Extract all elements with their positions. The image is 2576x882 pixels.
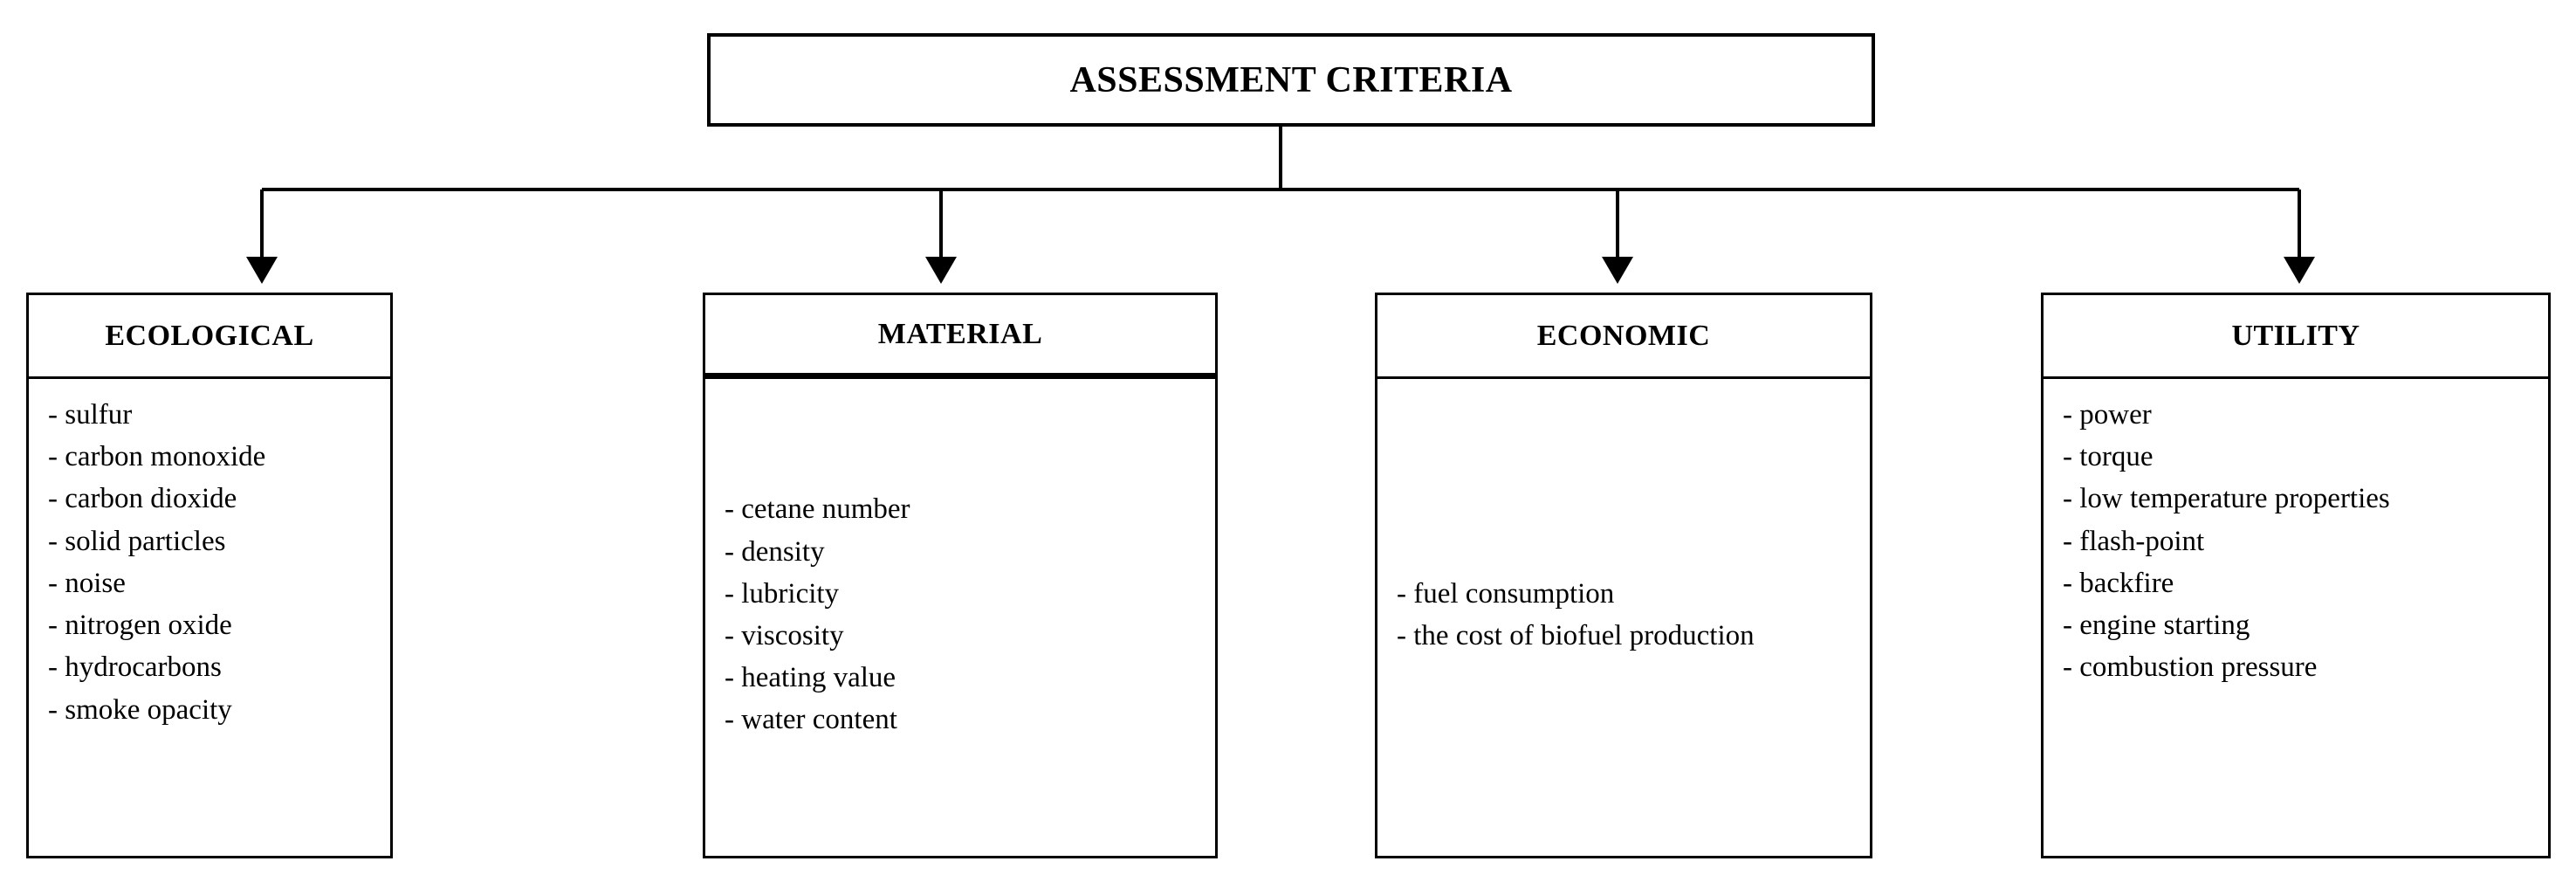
root-node-assessment-criteria: ASSESSMENT CRITERIA bbox=[707, 33, 1875, 127]
list-item: - smoke opacity bbox=[48, 693, 232, 726]
list-item: - density bbox=[725, 535, 825, 568]
root-node-title: ASSESSMENT CRITERIA bbox=[1069, 59, 1513, 100]
category-body-utility: - power - torque - low temperature prope… bbox=[2044, 379, 2548, 856]
list-item: - carbon dioxide bbox=[48, 483, 237, 515]
list-item: - noise bbox=[48, 567, 126, 599]
category-body-ecological: - sulfur - carbon monoxide - carbon diox… bbox=[29, 379, 390, 856]
list-item: - low temperature properties bbox=[2063, 483, 2390, 515]
arrowhead-utility bbox=[2284, 257, 2315, 284]
list-item: - water content bbox=[725, 704, 897, 736]
list-item: - flash-point bbox=[2063, 525, 2205, 557]
list-item: - power bbox=[2063, 399, 2152, 431]
category-title-ecological: ECOLOGICAL bbox=[105, 319, 314, 352]
category-title-utility: UTILITY bbox=[2231, 319, 2360, 352]
criteria-list-utility: - power - torque - low temperature prope… bbox=[2063, 396, 2529, 692]
list-item: - sulfur bbox=[48, 399, 133, 431]
category-box-ecological: ECOLOGICAL - sulfur - carbon monoxide - … bbox=[26, 293, 393, 858]
category-title-material: MATERIAL bbox=[877, 317, 1043, 350]
list-item: - engine starting bbox=[2063, 610, 2250, 642]
list-item: - viscosity bbox=[725, 620, 844, 651]
list-item: - solid particles bbox=[48, 525, 226, 557]
category-box-utility: UTILITY - power - torque - low temperatu… bbox=[2041, 293, 2551, 858]
list-item: - fuel consumption bbox=[1397, 577, 1615, 610]
criteria-list-economic: - fuel consumption - the cost of biofuel… bbox=[1397, 575, 1851, 659]
arrowhead-material bbox=[925, 257, 957, 284]
category-body-material: - cetane number - density - lubricity - … bbox=[705, 379, 1215, 856]
list-item: - lubricity bbox=[725, 577, 840, 610]
category-title-economic: ECONOMIC bbox=[1536, 319, 1711, 352]
list-item: - heating value bbox=[725, 662, 896, 694]
criteria-list-material: - cetane number - density - lubricity - … bbox=[725, 491, 1196, 743]
list-item: - carbon monoxide bbox=[48, 441, 266, 473]
list-item: - nitrogen oxide bbox=[48, 610, 232, 642]
arrowhead-economic bbox=[1602, 257, 1633, 284]
category-header-economic: ECONOMIC bbox=[1377, 295, 1870, 379]
list-item: - hydrocarbons bbox=[48, 651, 222, 684]
arrowhead-ecological bbox=[246, 257, 278, 284]
list-item: - the cost of biofuel production bbox=[1397, 620, 1755, 651]
list-item: - combustion pressure bbox=[2063, 651, 2318, 684]
category-header-material: MATERIAL bbox=[705, 295, 1215, 379]
category-box-material: MATERIAL - cetane number - density - lub… bbox=[703, 293, 1218, 858]
category-header-utility: UTILITY bbox=[2044, 295, 2548, 379]
list-item: - torque bbox=[2063, 441, 2154, 473]
list-item: - cetane number bbox=[725, 493, 910, 526]
category-header-ecological: ECOLOGICAL bbox=[29, 295, 390, 379]
list-item: - backfire bbox=[2063, 567, 2174, 599]
criteria-list-ecological: - sulfur - carbon monoxide - carbon diox… bbox=[48, 396, 371, 734]
category-body-economic: - fuel consumption - the cost of biofuel… bbox=[1377, 379, 1870, 856]
category-box-economic: ECONOMIC - fuel consumption - the cost o… bbox=[1375, 293, 1872, 858]
